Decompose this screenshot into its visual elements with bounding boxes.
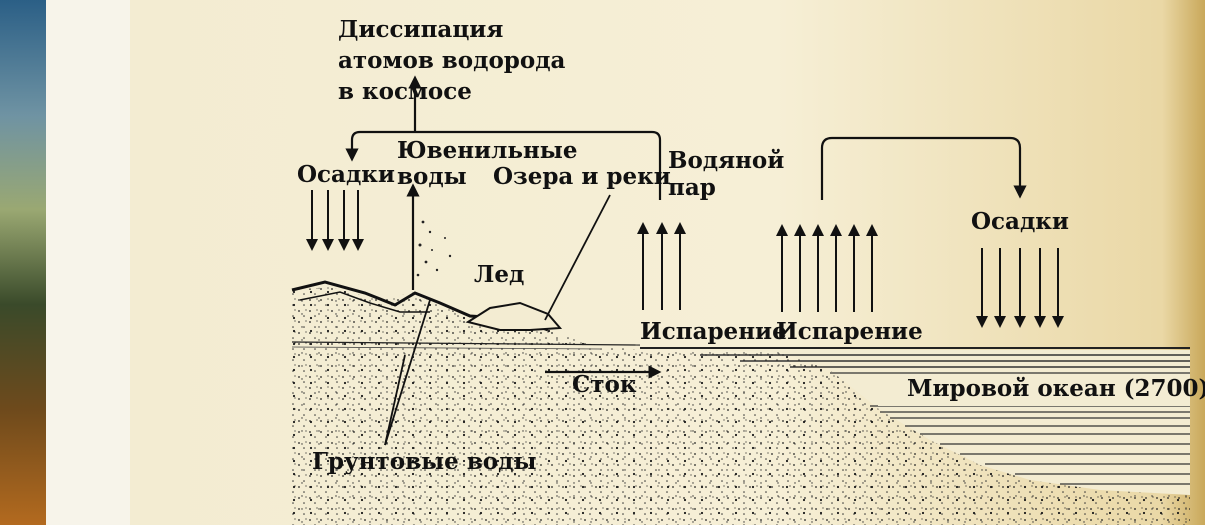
lakes-rivers-pointer (544, 194, 611, 321)
label-groundwater: Грунтовые воды (312, 448, 537, 475)
label-runoff: Сток (572, 371, 637, 398)
groundwater-pointers (384, 299, 431, 446)
label-precipitation-ocean: Осадки (971, 208, 1069, 235)
label-precipitation-land: Осадки (297, 161, 395, 188)
label-evaporation-ocean: Испарение (776, 318, 923, 345)
ocean-water (640, 347, 1190, 495)
book-cover-edge (0, 0, 46, 525)
ocean-cycle-bracket (820, 136, 1027, 200)
label-dissipation: Диссипация атомов водорода в космосе (338, 16, 566, 105)
evaporation-ocean-arrows (776, 224, 878, 312)
label-juvenile-waters: Ювенильные воды (397, 137, 578, 190)
label-world-ocean: Мировой океан (2700) (907, 375, 1205, 402)
label-lakes-rivers: Озера и реки (493, 163, 671, 190)
label-evaporation-land: Испарение (640, 318, 787, 345)
book-page-margin (46, 0, 130, 525)
precipitation-land-arrows (306, 190, 364, 251)
evaporation-land-arrows (637, 222, 686, 310)
vapor-to-land-bracket (345, 130, 662, 200)
label-water-vapor: Водяной пар (668, 147, 785, 201)
ice-cap (465, 301, 563, 331)
label-ice: Лед (474, 261, 525, 288)
precipitation-ocean-arrows (976, 248, 1064, 328)
volcanic-steam (416, 220, 452, 277)
